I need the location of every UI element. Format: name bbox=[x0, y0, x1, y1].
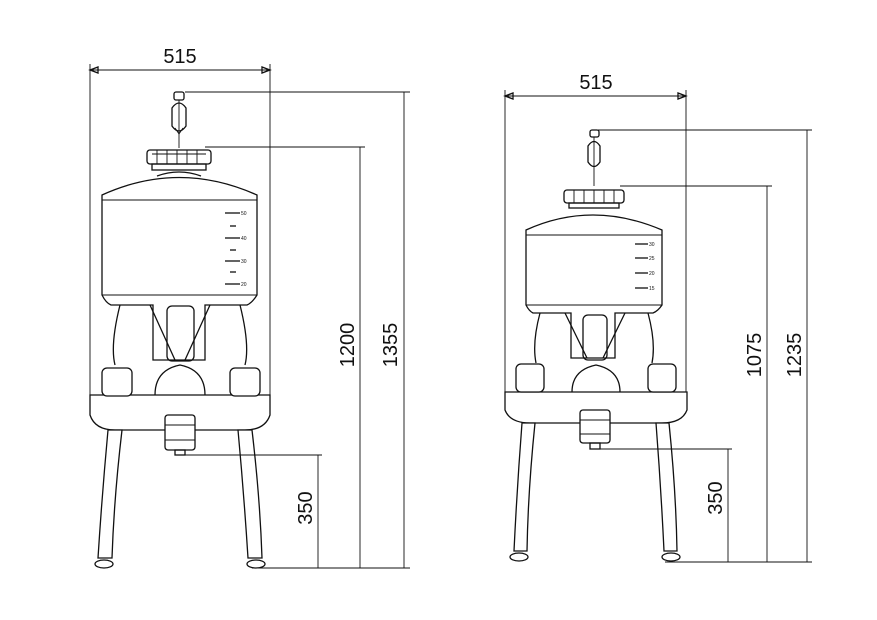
left-legs bbox=[94, 429, 266, 569]
right-width-label: 515 bbox=[579, 72, 612, 94]
left-stand bbox=[89, 364, 271, 431]
left-level-scale: 50 40 30 20 bbox=[225, 211, 247, 288]
left-valve-height-label: 350 bbox=[295, 491, 317, 524]
right-stand bbox=[504, 363, 688, 424]
right-total-height-label: 1235 bbox=[784, 333, 806, 378]
right-level-scale: 30 25 20 15 bbox=[635, 242, 655, 292]
left-width-label: 515 bbox=[163, 46, 196, 68]
right-dimensions: 515 1235 1075 350 bbox=[503, 72, 812, 563]
right-scale-mark-3: 20 bbox=[649, 271, 655, 277]
right-legs bbox=[509, 422, 681, 562]
right-scale-mark-2: 25 bbox=[649, 256, 655, 262]
right-lifting-hook bbox=[587, 129, 601, 186]
left-total-height-label: 1355 bbox=[380, 323, 402, 368]
left-lid bbox=[146, 149, 212, 177]
right-drain-valve bbox=[579, 409, 611, 450]
left-scale-mark-2: 40 bbox=[241, 236, 247, 242]
left-fermenter: 50 40 30 20 bbox=[89, 91, 271, 569]
right-scale-mark-1: 30 bbox=[649, 242, 655, 248]
right-body-height-label: 1075 bbox=[744, 333, 766, 378]
right-lid bbox=[563, 189, 625, 209]
left-dimensions: 515 1355 1200 350 bbox=[88, 46, 410, 569]
left-tank: 50 40 30 20 bbox=[101, 176, 258, 366]
left-scale-mark-3: 30 bbox=[241, 259, 247, 265]
right-valve-height-label: 350 bbox=[705, 481, 727, 514]
right-tank: 30 25 20 15 bbox=[525, 214, 663, 364]
left-drain-valve bbox=[164, 414, 196, 456]
right-fermenter: 30 25 20 15 bbox=[504, 129, 688, 562]
right-scale-mark-4: 15 bbox=[649, 286, 655, 292]
left-scale-mark-4: 20 bbox=[241, 282, 247, 288]
left-lifting-hook bbox=[171, 91, 187, 148]
left-body-height-label: 1200 bbox=[337, 323, 359, 368]
left-scale-mark-1: 50 bbox=[241, 211, 247, 217]
